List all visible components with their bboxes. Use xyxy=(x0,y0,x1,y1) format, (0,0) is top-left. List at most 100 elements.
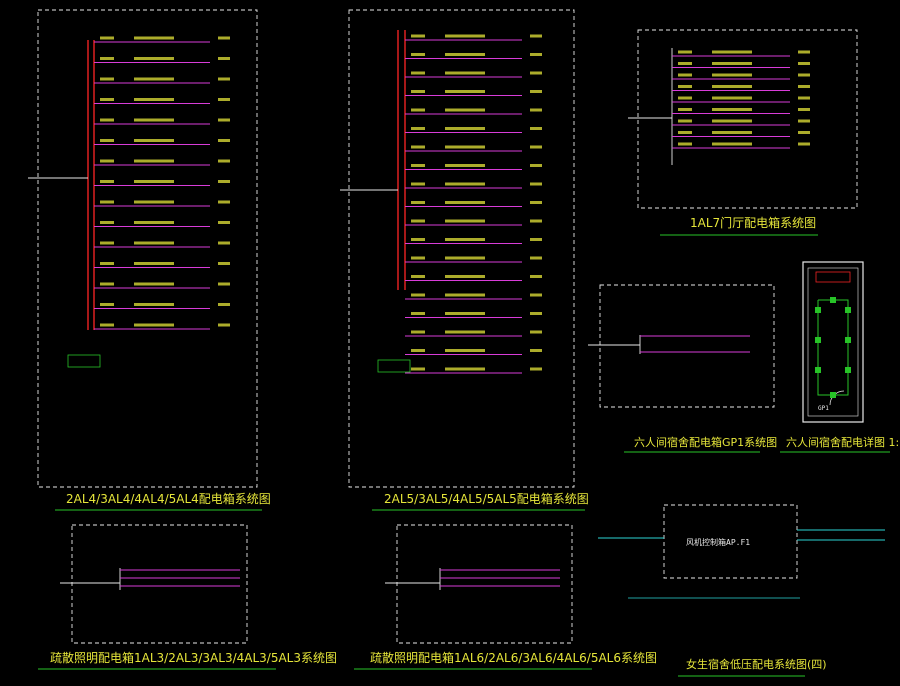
circuit-load-mark xyxy=(218,262,230,265)
circuit-cable-mark xyxy=(445,127,485,130)
room-window xyxy=(815,271,851,283)
gp1-tag: GP1 xyxy=(818,405,829,412)
circuit-cable-mark xyxy=(445,349,485,352)
circuit-cable-mark xyxy=(712,131,752,134)
circuit-label-mark xyxy=(411,53,425,56)
circuit-cable-mark xyxy=(134,221,174,224)
circuit-label-mark xyxy=(100,36,114,40)
circuit-load-mark xyxy=(218,303,230,306)
circuit-cable-mark xyxy=(445,53,485,56)
circuit-label-mark xyxy=(100,262,114,265)
circuit-load-mark xyxy=(218,323,230,327)
circuit-label-mark xyxy=(411,34,425,38)
circuit-label-mark xyxy=(100,57,114,60)
circuit-label-mark xyxy=(678,108,692,111)
circuit-cable-mark xyxy=(445,34,485,38)
circuit-load-mark xyxy=(218,221,230,224)
circuit-load-mark xyxy=(530,90,542,93)
circuit-label-mark xyxy=(411,238,425,241)
circuit-load-mark xyxy=(530,34,542,38)
fan-control-box-label: 风机控制箱AP.F1 xyxy=(686,537,750,547)
circuit-label-mark xyxy=(678,85,692,88)
circuit-load-mark xyxy=(218,139,230,142)
circuit-load-mark xyxy=(530,238,542,241)
circuit-cable-mark xyxy=(445,367,485,371)
circuit-label-mark xyxy=(678,142,692,146)
circuit-load-mark xyxy=(798,62,810,65)
circuit-cable-mark xyxy=(134,262,174,265)
panel2-frame xyxy=(348,9,575,488)
circuit-load-mark xyxy=(530,182,542,186)
outlet-device xyxy=(830,392,836,398)
circuit-load-mark xyxy=(218,57,230,60)
panel8-title: 女生宿舍低压配电系统图(四) xyxy=(686,657,827,671)
circuit-label-mark xyxy=(678,50,692,54)
circuit-load-mark xyxy=(530,127,542,130)
circuit-label-mark xyxy=(100,98,114,101)
circuit-load-mark xyxy=(530,201,542,204)
circuit-label-mark xyxy=(411,201,425,204)
circuit-cable-mark xyxy=(134,282,174,286)
circuit-cable-mark xyxy=(445,312,485,315)
circuit-cable-mark xyxy=(445,108,485,112)
circuit-label-mark xyxy=(411,256,425,260)
circuit-cable-mark xyxy=(134,303,174,306)
circuit-load-mark xyxy=(798,85,810,88)
circuit-label-mark xyxy=(411,90,425,93)
circuit-cable-mark xyxy=(712,85,752,88)
outlet-device xyxy=(830,297,836,303)
circuit-cable-mark xyxy=(134,323,174,327)
circuit-cable-mark xyxy=(445,330,485,334)
outlet-device xyxy=(845,367,851,373)
circuit-cable-mark xyxy=(712,50,752,54)
panel2-legend-box xyxy=(377,359,411,373)
circuit-load-mark xyxy=(798,142,810,146)
room-outline xyxy=(802,261,864,423)
circuit-load-mark xyxy=(530,53,542,56)
circuit-label-mark xyxy=(678,119,692,123)
circuit-cable-mark xyxy=(712,142,752,146)
circuit-cable-mark xyxy=(712,119,752,123)
circuit-load-mark xyxy=(530,108,542,112)
circuit-cable-mark xyxy=(134,98,174,101)
circuit-load-mark xyxy=(530,164,542,167)
room-wiring xyxy=(817,299,849,396)
panel3-title: 1AL7门厅配电箱系统图 xyxy=(690,215,816,230)
panel3-circuit-rows xyxy=(672,50,810,149)
circuit-load-mark xyxy=(530,219,542,223)
circuit-cable-mark xyxy=(445,201,485,204)
circuit-cable-mark xyxy=(445,71,485,75)
circuit-load-mark xyxy=(798,108,810,111)
circuit-cable-mark xyxy=(134,36,174,40)
circuit-cable-mark xyxy=(445,219,485,223)
circuit-load-mark xyxy=(218,159,230,163)
circuit-label-mark xyxy=(678,96,692,100)
circuit-load-mark xyxy=(530,367,542,371)
panel5-title: 六人间宿舍配电详图 1:50 xyxy=(786,435,900,449)
circuit-load-mark xyxy=(218,118,230,122)
circuit-load-mark xyxy=(798,73,810,77)
panel1-title: 2AL4/3AL4/4AL4/5AL4配电箱系统图 xyxy=(66,491,271,506)
circuit-cable-mark xyxy=(445,182,485,186)
outlet-device xyxy=(845,337,851,343)
circuit-label-mark xyxy=(411,367,425,371)
circuit-label-mark xyxy=(100,221,114,224)
panel1-circuit-rows xyxy=(94,36,230,330)
circuit-cable-mark xyxy=(134,57,174,60)
circuit-load-mark xyxy=(798,96,810,100)
circuit-cable-mark xyxy=(134,77,174,81)
circuit-label-mark xyxy=(100,118,114,122)
outlet-device xyxy=(845,307,851,313)
circuit-label-mark xyxy=(100,282,114,286)
circuit-label-mark xyxy=(411,219,425,223)
circuit-cable-mark xyxy=(445,275,485,278)
circuit-label-mark xyxy=(100,139,114,142)
panel2-circuit-rows xyxy=(405,34,542,374)
circuit-label-mark xyxy=(678,73,692,77)
circuit-load-mark xyxy=(530,145,542,149)
panel7-frame xyxy=(396,524,573,644)
circuit-cable-mark xyxy=(445,145,485,149)
circuit-cable-mark xyxy=(134,241,174,245)
